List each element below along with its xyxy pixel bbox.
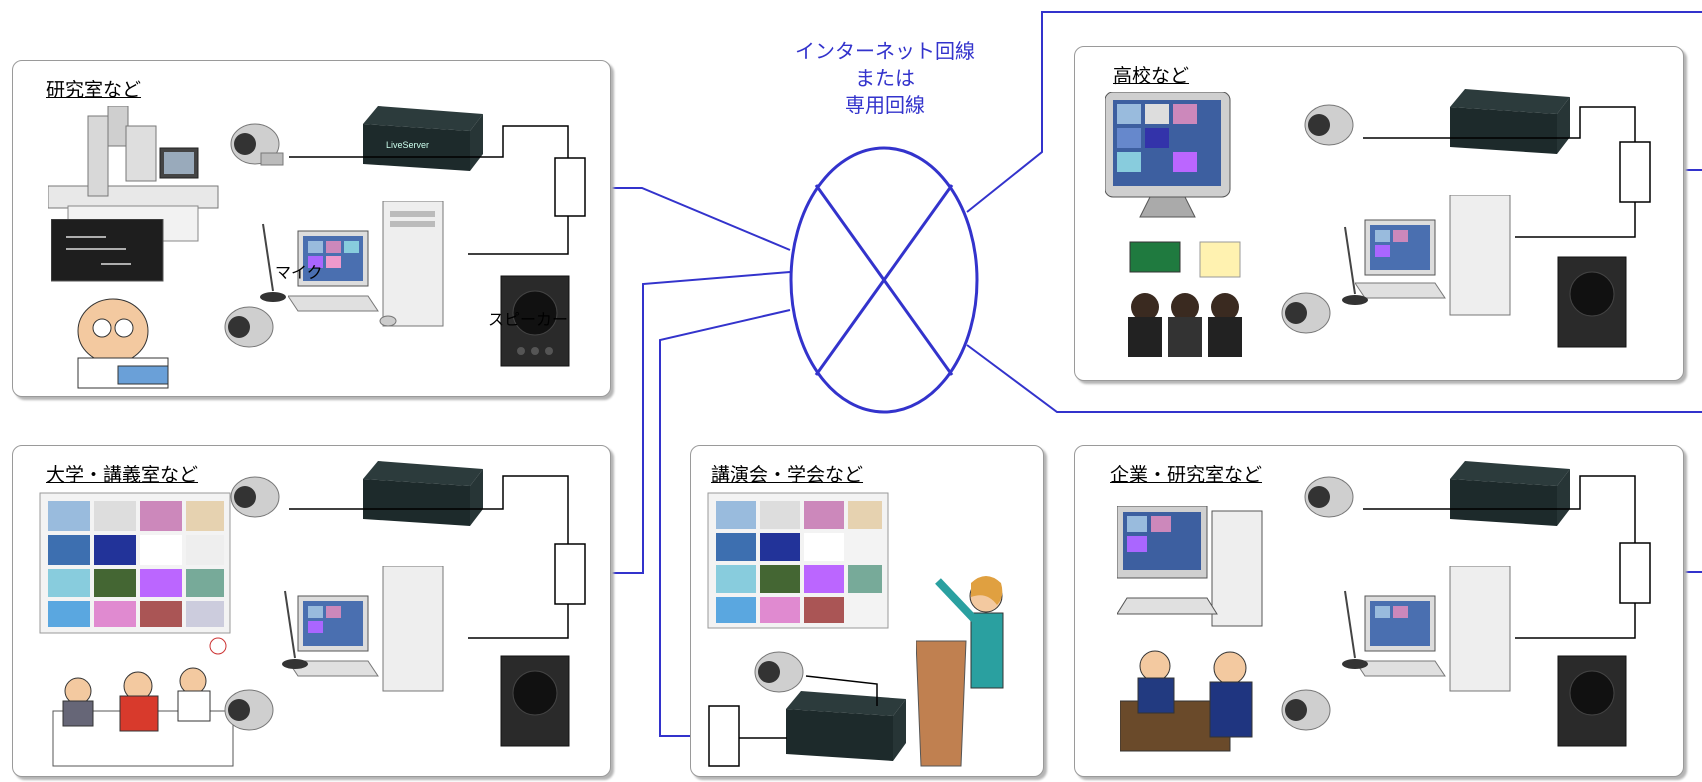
blackboard-icon [51, 219, 164, 282]
scientist-icon [77, 298, 169, 389]
camera-icon [1281, 292, 1331, 334]
mic-label: マイク [275, 263, 323, 282]
panel-lecture-wiring [708, 675, 878, 767]
students-icon [52, 637, 234, 767]
camera-icon [224, 306, 274, 348]
panel-company-title: 企業・研究室など [1110, 464, 1263, 486]
microphone-icon [282, 590, 308, 669]
pc-icon [288, 566, 444, 692]
camera-icon [230, 476, 280, 518]
speaker-icon [500, 275, 570, 367]
speaker-label: スピーカー [488, 310, 569, 329]
panel-company: 企業・研究室など [1074, 445, 1684, 777]
panel-lecture-title: 講演会・学会など [711, 464, 864, 486]
pc-icon [288, 201, 444, 327]
network-label-line2: または [855, 66, 915, 90]
panel-highschool-title: 高校など [1113, 65, 1190, 87]
camera-icon [1304, 104, 1354, 146]
panel-lab: 研究室など LiveServer [12, 60, 611, 397]
panel-highschool: 高校など [1074, 46, 1684, 381]
panel-company-wiring [1363, 475, 1651, 639]
speaker-icon [500, 655, 570, 747]
hub-icon [554, 543, 586, 605]
hub-icon [1619, 141, 1651, 203]
hub-icon [1619, 542, 1651, 604]
network-label-line1: インターネット回線 [795, 39, 975, 63]
panel-university-wiring [289, 475, 586, 639]
panel-highschool-wiring [1363, 106, 1651, 238]
microphone-icon [1342, 226, 1368, 305]
liveserver-box-icon [363, 461, 483, 526]
network-label: インターネット回線 または 専用回線 [780, 38, 990, 119]
pc-icon [1355, 195, 1511, 316]
microphone-icon [260, 223, 286, 302]
liveserver-box-icon [1450, 461, 1570, 526]
hub-icon [554, 157, 586, 217]
pc-icon [1355, 566, 1511, 692]
network-cloud-ellipse [789, 146, 979, 414]
panel-university: 大学・講義室など [12, 445, 611, 777]
camera-icon [1281, 689, 1331, 731]
presenter-icon [916, 576, 1004, 767]
liveserver-box-icon [1450, 89, 1570, 154]
network-label-line3: 専用回線 [845, 93, 925, 117]
microphone-icon [1342, 590, 1368, 669]
hub-icon [708, 705, 740, 767]
camera-icon [1304, 476, 1354, 518]
liveserver-box-icon [786, 691, 906, 761]
projection-screen-icon [707, 492, 889, 629]
computer-icon [1117, 506, 1263, 627]
meeting-icon [1120, 650, 1253, 752]
speaker-icon [1557, 655, 1627, 747]
panel-university-title: 大学・講義室など [46, 464, 199, 486]
speaker-icon [1557, 256, 1627, 348]
projection-screen-icon [39, 492, 231, 634]
classroom-icon [1128, 241, 1242, 357]
panel-lecture: 講演会・学会など [690, 445, 1044, 777]
monitor-icon [1105, 92, 1231, 218]
panel-lab-wiring [289, 125, 586, 255]
camera-icon [754, 651, 804, 693]
camera-icon [224, 689, 274, 731]
camera-icon [230, 123, 284, 166]
panel-lab-title: 研究室など [46, 79, 142, 101]
liveserver-brand: LiveServer [386, 140, 429, 150]
